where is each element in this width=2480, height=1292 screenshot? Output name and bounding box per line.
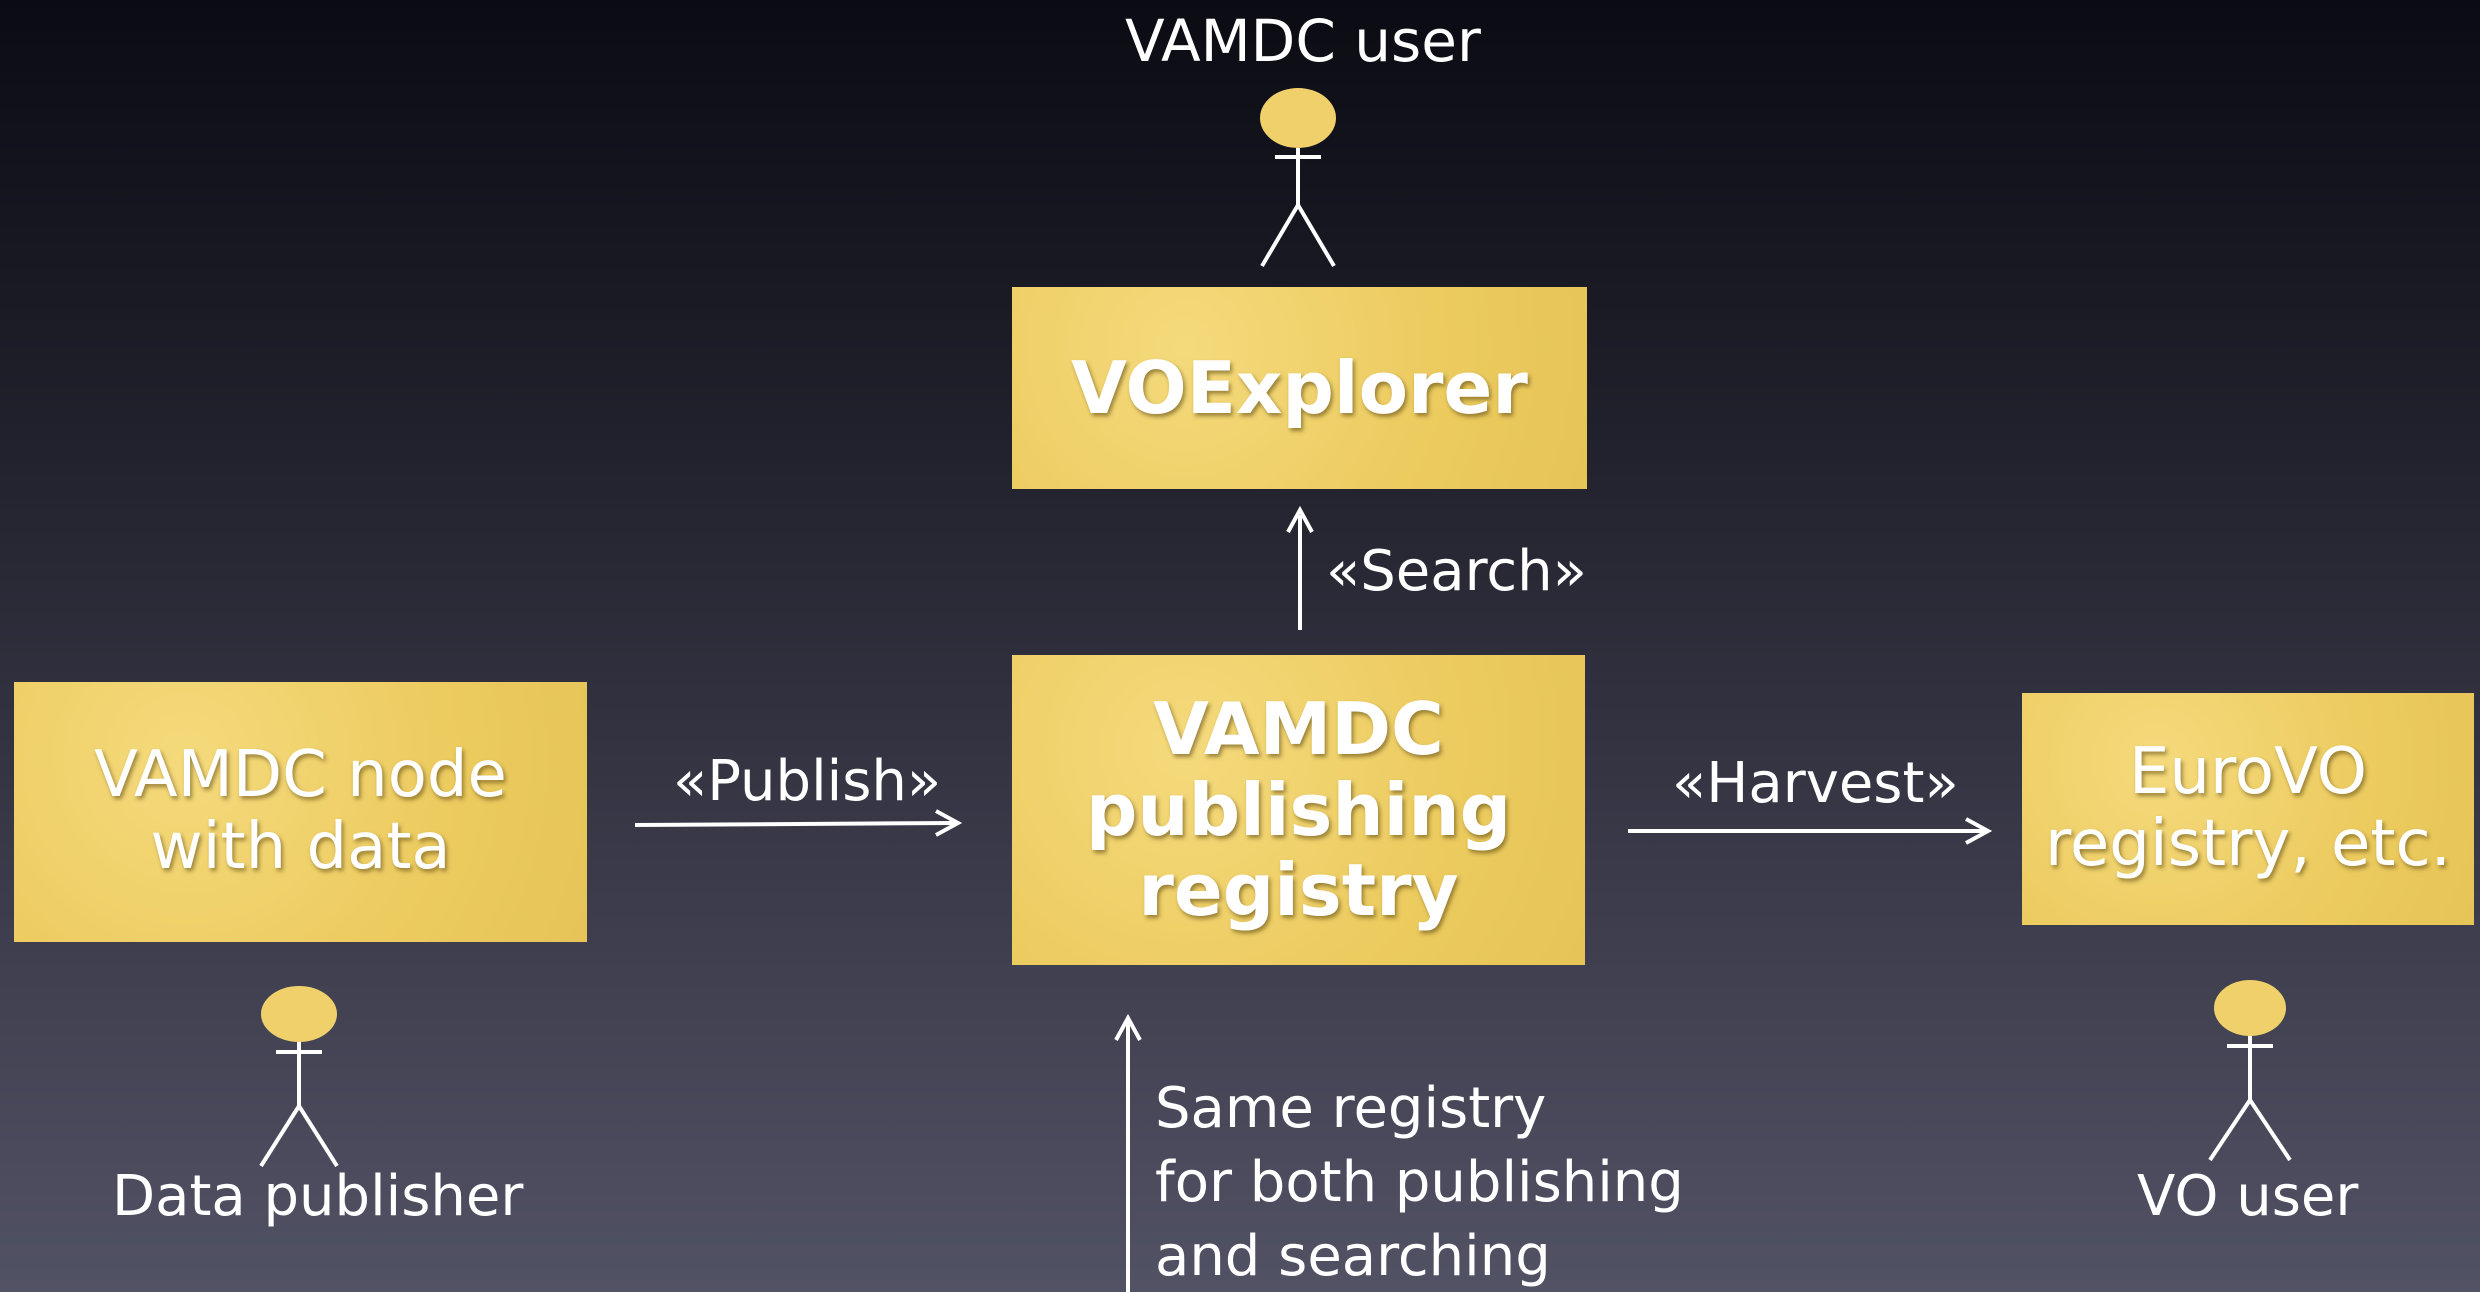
note-line-3: and searching — [1155, 1224, 1551, 1289]
eurovo-registry-box: EuroVO registry, etc. — [2022, 693, 2474, 925]
actor-data-publisher-label: Data publisher — [112, 1164, 524, 1229]
vamdc-publishing-registry-box: VAMDC publishing registry — [1012, 655, 1585, 965]
harvest-arrow — [1628, 817, 1993, 845]
vamdc-node-box: VAMDC node with data — [14, 682, 587, 942]
note-line-2: for both publishing — [1155, 1150, 1684, 1215]
actor-vo-user-figure — [2208, 980, 2292, 1162]
search-arrow-label: «Search» — [1326, 539, 1587, 604]
actor-vamdc-user-label: VAMDC user — [1125, 7, 1481, 75]
voexplorer-box: VOExplorer — [1012, 287, 1587, 489]
note-line-1: Same registry — [1155, 1076, 1547, 1141]
vamdc-publishing-registry-box-text: VAMDC publishing registry — [1085, 687, 1512, 933]
note-arrow — [1114, 1013, 1142, 1292]
voexplorer-box-text: VOExplorer — [1071, 345, 1528, 430]
eurovo-registry-box-text: EuroVO registry, etc. — [2045, 735, 2451, 881]
actor-data-publisher-figure — [259, 986, 339, 1168]
vamdc-node-box-text: VAMDC node with data — [94, 738, 507, 884]
publish-arrow-label: «Publish» — [673, 749, 942, 814]
harvest-arrow-label: «Harvest» — [1672, 751, 1959, 816]
actor-vamdc-user-figure — [1260, 88, 1336, 268]
actor-vo-user-label: VO user — [2137, 1164, 2359, 1229]
publish-arrow — [634, 809, 963, 837]
search-arrow — [1286, 505, 1314, 630]
